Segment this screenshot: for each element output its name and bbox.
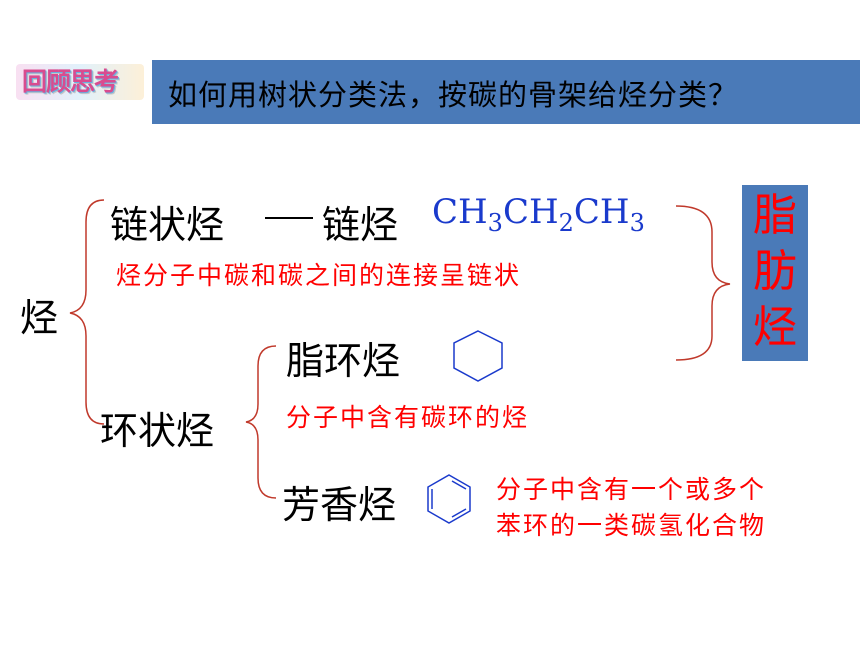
review-badge-background — [16, 64, 144, 100]
aliphatic-label: 脂肪烃 — [753, 190, 797, 353]
cyclohexane-icon — [453, 330, 503, 382]
question-banner — [152, 60, 860, 124]
review-badge: 回顾思考 — [22, 67, 119, 96]
aliphatic-box — [742, 185, 808, 361]
chain-type-label: 链烃 — [322, 203, 399, 247]
aliphatic-bracket — [675, 205, 731, 361]
aromatic-description-line-2: 苯环的一类碳氢化合物 — [496, 511, 767, 540]
benzene-icon — [427, 474, 471, 524]
root-bracket — [69, 199, 105, 425]
alicyclic-label: 脂环烃 — [286, 339, 401, 383]
ring-bracket — [245, 345, 277, 499]
question-text: 如何用树状分类法，按碳的骨架给烃分类？ — [168, 78, 739, 112]
ring-label: 环状烃 — [100, 409, 215, 453]
connector-dash — [265, 217, 313, 219]
chain-description: 烃分子中碳和碳之间的连接呈链状 — [116, 261, 522, 290]
propane-formula: CH3CH2CH3 — [432, 192, 645, 237]
chain-label: 链状烃 — [110, 203, 225, 247]
alicyclic-description: 分子中含有碳环的烃 — [286, 403, 530, 432]
aromatic-label: 芳香烃 — [282, 483, 397, 527]
aromatic-description-line-1: 分子中含有一个或多个 — [496, 475, 767, 504]
root-label: 烃 — [20, 296, 59, 340]
